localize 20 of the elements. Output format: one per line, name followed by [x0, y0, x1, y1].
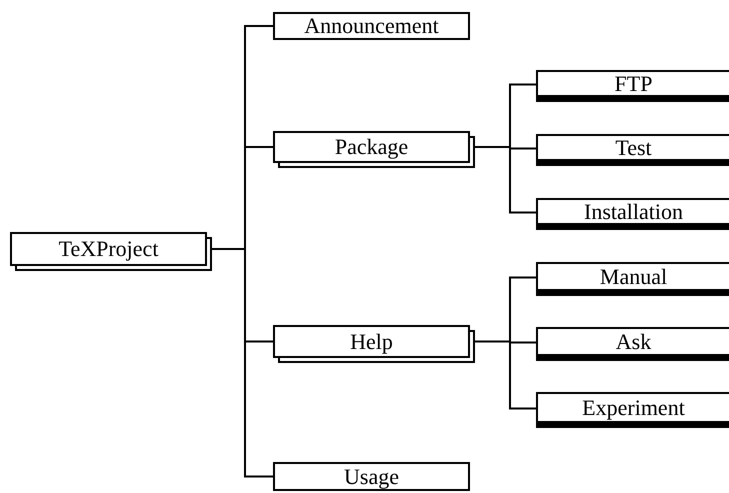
node-label: Ask — [616, 330, 652, 352]
node-label: Manual — [600, 266, 668, 288]
node-label: TeXProject — [58, 238, 158, 260]
node-label: Usage — [344, 466, 399, 488]
tree-node-box — [273, 12, 470, 40]
tree-node-box — [536, 134, 729, 166]
tree-node-box — [273, 462, 470, 491]
tree-node-box — [536, 198, 729, 230]
node-label: Package — [334, 136, 408, 158]
node-label: Experiment — [582, 396, 685, 418]
tree-node-box — [536, 262, 729, 296]
tree-node-box — [536, 70, 729, 102]
node-label: FTP — [614, 72, 652, 94]
connector-line — [210, 248, 273, 478]
tree-node-box — [536, 392, 729, 428]
tree-node-box — [536, 327, 729, 361]
node-label: Announcement — [304, 15, 439, 37]
node-label: Test — [615, 136, 652, 158]
node-label: Help — [350, 330, 393, 352]
node-label: Installation — [584, 200, 683, 222]
